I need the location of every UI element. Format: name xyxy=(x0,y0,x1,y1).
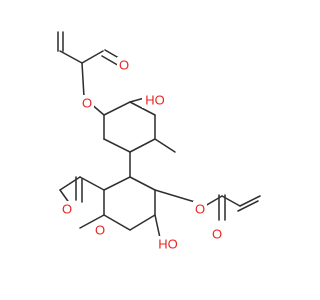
bond-line xyxy=(81,50,104,64)
bond-line xyxy=(129,176,156,191)
atom-label-layer: HO O O O O O O HO xyxy=(60,57,224,252)
ester-oxygen-left-label: O xyxy=(62,202,72,217)
label-backdrop xyxy=(117,57,131,73)
bond-line xyxy=(59,50,83,64)
ester-oxygen-top-label: O xyxy=(82,96,92,111)
bond-line xyxy=(79,176,105,191)
bond-line xyxy=(79,214,105,229)
bond-line xyxy=(103,101,131,116)
carbonyl-oxygen-left-label: O xyxy=(95,223,105,238)
bond-line xyxy=(154,214,161,239)
bond-line xyxy=(103,138,131,153)
bond-line xyxy=(129,138,156,153)
bond-line xyxy=(59,176,81,191)
label-backdrop xyxy=(93,222,107,238)
label-backdrop xyxy=(155,236,181,252)
bond-line xyxy=(129,101,156,116)
label-backdrop xyxy=(193,201,207,217)
bond-line xyxy=(154,189,196,203)
molecule-structure-diagram: HO O O O O O O HO xyxy=(57,31,261,252)
bond-line xyxy=(103,176,131,191)
bond-line xyxy=(237,200,259,212)
carbonyl-oxygen-right-label: O xyxy=(212,227,222,242)
label-backdrop xyxy=(142,92,168,108)
bond-line xyxy=(239,195,261,207)
label-backdrop xyxy=(60,201,74,217)
hydroxyl-top-label: HO xyxy=(145,93,165,108)
bond-line xyxy=(81,62,85,98)
hydroxyl-bottom-label: HO xyxy=(158,237,178,252)
label-backdrop xyxy=(80,95,94,111)
bond-line xyxy=(103,214,131,231)
carbonyl-oxygen-top-label: O xyxy=(119,58,129,73)
ester-oxygen-right-label: O xyxy=(195,202,205,217)
bond-line xyxy=(154,138,176,153)
bond-layer xyxy=(57,31,261,239)
bond-line xyxy=(129,214,156,231)
label-backdrop xyxy=(210,226,224,242)
bond-line xyxy=(221,195,241,207)
